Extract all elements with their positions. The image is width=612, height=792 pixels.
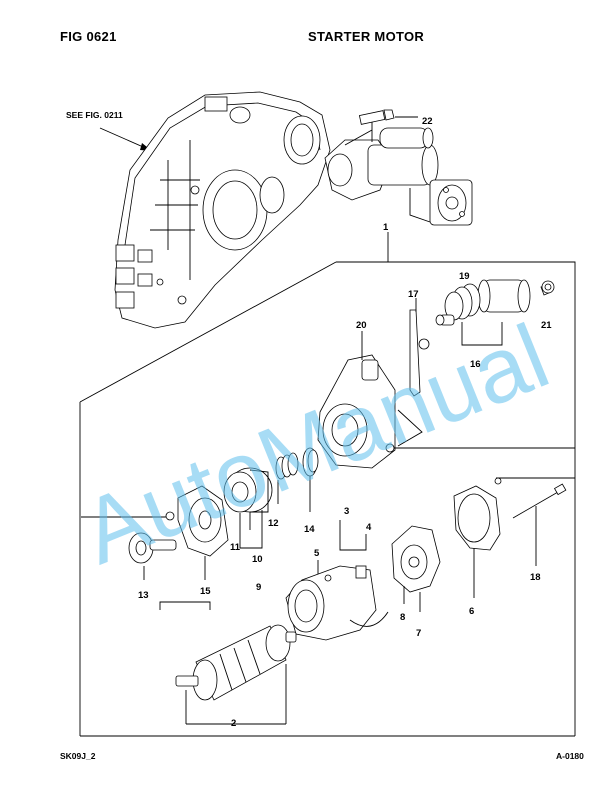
part-label-5: 5 (314, 548, 320, 559)
part-label-3: 3 (344, 506, 349, 517)
rear-end-cover (453, 485, 501, 598)
footer-page-code: A-0180 (556, 751, 584, 761)
part-label-15: 15 (200, 586, 211, 597)
part-label-2: 2 (231, 718, 236, 729)
yoke-assembly (285, 520, 389, 641)
reference-arrow (99, 127, 152, 151)
part-label-4: 4 (366, 522, 372, 533)
see-fig-reference: SEE FIG. 0211 (66, 110, 123, 120)
starter-assembly (324, 127, 473, 226)
part-label-18: 18 (530, 572, 541, 583)
part-label-7: 7 (416, 628, 421, 639)
part-label-12: 12 (268, 518, 279, 529)
part-label-17: 17 (408, 289, 419, 300)
part-label-9: 9 (256, 582, 261, 593)
part-label-20: 20 (356, 320, 367, 331)
armature (175, 624, 297, 725)
flywheel-housing (114, 91, 331, 329)
figure-number: FIG 0621 (60, 29, 117, 44)
part-label-13: 13 (138, 590, 149, 601)
part-label-14: 14 (304, 524, 315, 535)
figure-title: STARTER MOTOR (308, 29, 425, 44)
gear-case (177, 485, 229, 580)
mounting-bolt (358, 109, 418, 142)
shift-lever (409, 298, 430, 397)
part-label-16: 16 (470, 359, 481, 370)
assembly-frame-lines (79, 232, 576, 737)
pinion-spring (275, 452, 299, 504)
part-label-1: 1 (383, 222, 389, 233)
part-label-8: 8 (400, 612, 405, 623)
part-label-11: 11 (230, 542, 241, 553)
magnet-switch (435, 279, 555, 346)
footer-model-code: SK09J_2 (60, 751, 96, 761)
part-label-21: 21 (541, 320, 552, 331)
part-label-19: 19 (459, 271, 470, 282)
overrunning-clutch (223, 467, 273, 549)
part-label-6: 6 (469, 606, 474, 617)
part-label-22: 22 (422, 116, 433, 127)
brush-holder (391, 525, 441, 612)
stop-ring (302, 447, 319, 512)
drive-housing (317, 331, 423, 469)
part-label-10: 10 (252, 554, 263, 565)
through-bolt (494, 477, 567, 566)
reduction-gear (128, 511, 211, 610)
